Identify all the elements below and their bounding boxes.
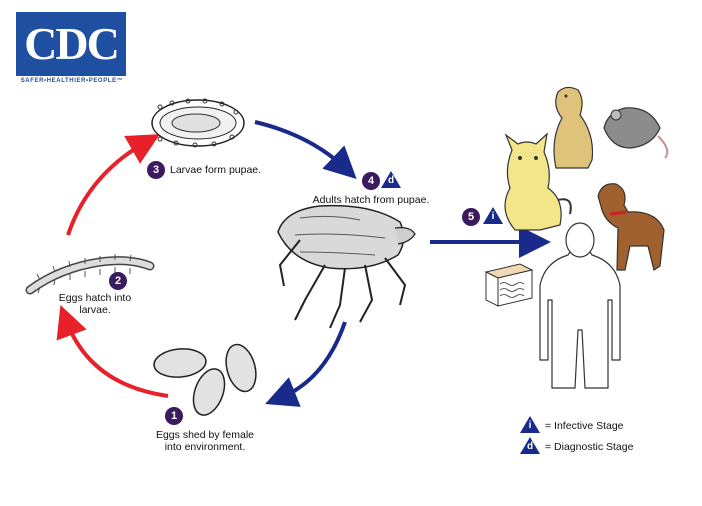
arrow-pupae-to-adult: [254, 120, 357, 179]
skin-cross-section-illustration: [484, 263, 534, 307]
diagnostic-stage-marker: d: [381, 171, 401, 188]
adult-flea-illustration: [277, 204, 416, 329]
rat-illustration: [603, 107, 669, 159]
dog-illustration: [597, 183, 665, 271]
step-1-badge: 1: [165, 407, 183, 425]
legend-diagnostic-icon: d: [520, 437, 540, 454]
prairie-dog-illustration: [553, 86, 594, 169]
step-4-label: Adults hatch from pupae.: [312, 194, 430, 206]
pupa-illustration: [151, 98, 245, 148]
arrow-adult-to-eggs: [265, 321, 347, 407]
cdc-logo-text: CDC: [16, 12, 126, 76]
step-5-badge: 5: [462, 208, 480, 226]
legend-diagnostic-label: = Diagnostic Stage: [545, 441, 634, 453]
legend-infective-label: = Infective Stage: [545, 420, 624, 432]
step-4-badge: 4: [362, 172, 380, 190]
eggs-illustration: [153, 343, 257, 416]
cdc-logo: CDC SAFER•HEALTHIER•PEOPLE™: [16, 12, 128, 84]
cat-illustration: [504, 132, 572, 231]
human-silhouette: [539, 222, 621, 389]
legend-infective-icon: i: [520, 416, 540, 433]
cdc-logo-tagline: SAFER•HEALTHIER•PEOPLE™: [20, 78, 124, 84]
larva-illustration: [25, 254, 155, 295]
arrow-larvae-to-pupae: [66, 134, 160, 236]
step-3-label: Larvae form pupae.: [170, 164, 262, 176]
step-3-badge: 3: [147, 161, 165, 179]
step-2-label: Eggs hatch into larvae.: [58, 292, 132, 316]
step-1-label: Eggs shed by female into environment.: [155, 429, 255, 453]
step-2-badge: 2: [109, 272, 127, 290]
arrow-eggs-to-larvae: [56, 304, 169, 398]
infective-stage-marker: i: [483, 207, 503, 224]
